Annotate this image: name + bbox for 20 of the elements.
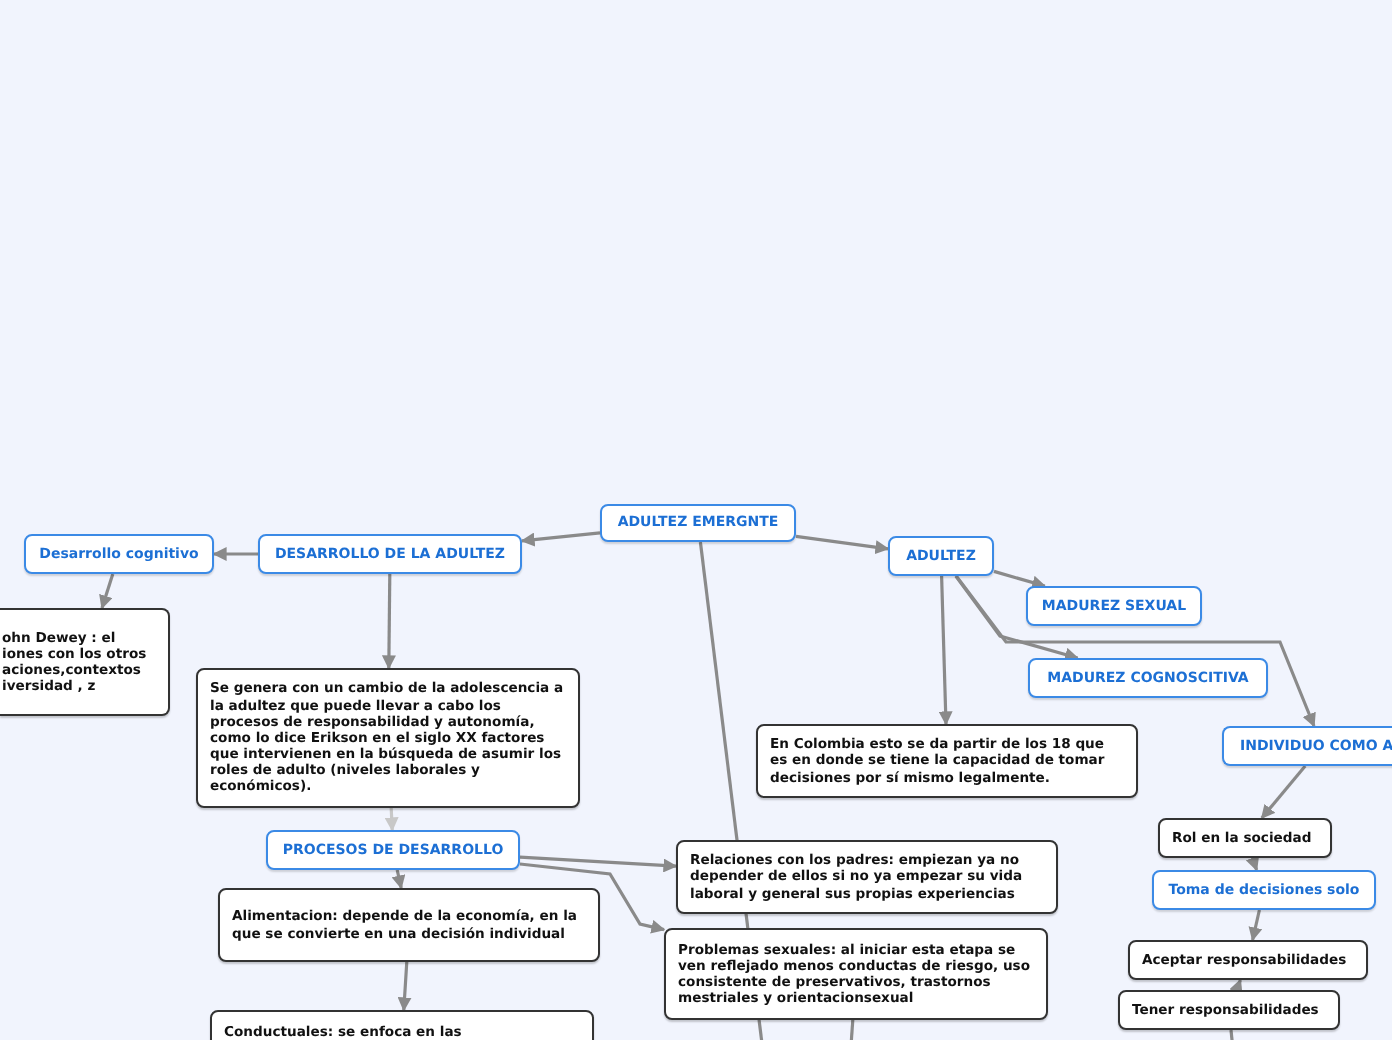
arrow [519,855,678,873]
arrow [938,575,953,726]
arrow [1229,978,1243,995]
arrow [391,869,406,890]
arrow [795,534,890,555]
arrow [212,547,258,561]
connector-line [1229,1029,1236,1040]
arrow [1245,855,1260,872]
arrow [384,807,399,832]
arrow [1248,909,1263,942]
arrow [397,961,412,1012]
arrow [381,574,396,670]
arrow [519,862,666,934]
connector-line [848,1019,855,1040]
arrow [1260,764,1307,820]
arrow [954,575,1316,728]
arrow [520,531,601,547]
arrow [954,575,1079,662]
arrow [99,573,115,610]
arrow [993,569,1047,590]
